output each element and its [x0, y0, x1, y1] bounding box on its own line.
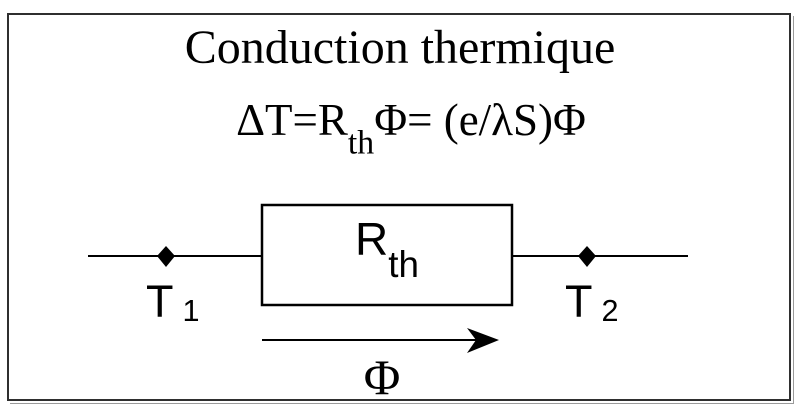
formula-subscript: th	[347, 124, 375, 162]
thermal-resistance-formula: ΔT=RthΦ= (e/λS)Φ	[0, 94, 800, 160]
node-dot-left	[157, 246, 175, 267]
resistor-box	[260, 203, 514, 307]
t2-subscript: 2	[601, 294, 619, 329]
flux-arrowhead	[467, 328, 499, 353]
diagram-title: Conduction thermique	[184, 21, 616, 74]
formula-lhs: ΔT=R	[236, 95, 348, 145]
t1-subscript: 1	[182, 294, 200, 329]
resistor-value-label: Rth	[262, 212, 512, 283]
t2-base: T	[565, 276, 593, 327]
formula-rhs: Φ= (e/λS)Φ	[374, 95, 586, 145]
t1-base: T	[146, 276, 174, 327]
resistor-label-base: R	[355, 213, 389, 265]
resistor-label-subscript: th	[388, 244, 419, 286]
node-dot-right	[578, 246, 596, 267]
flux-symbol-label: Φ	[363, 349, 401, 405]
